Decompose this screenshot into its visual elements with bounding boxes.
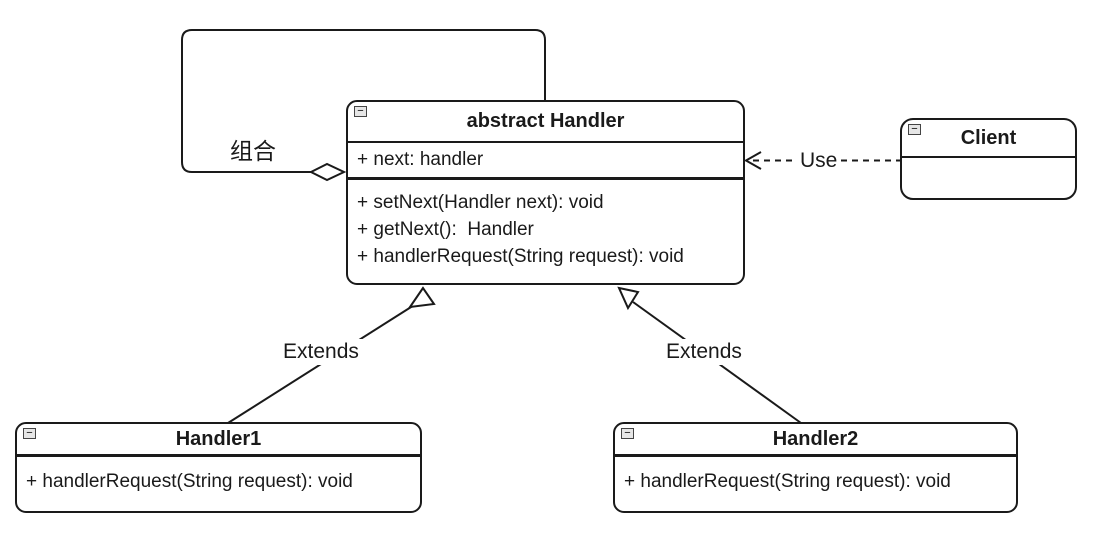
class-method: + handlerRequest(String request): void — [624, 471, 951, 492]
extends-left-triangle-arrowhead — [407, 286, 436, 309]
collapse-icon[interactable]: − — [354, 106, 367, 117]
class-attribute: + next: handler — [357, 149, 484, 170]
collapse-icon[interactable]: − — [621, 428, 634, 439]
composition-edge-label: 组合 — [226, 131, 280, 167]
class-box-abstract-handler[interactable]: − abstract Handler + next: handler + set… — [346, 100, 745, 285]
extends-left-edge-label: Extends — [279, 339, 363, 365]
collapse-icon[interactable]: − — [908, 124, 921, 135]
class-title: Handler2 — [615, 424, 1016, 457]
class-method: + setNext(Handler next): void — [357, 192, 604, 213]
use-edge-label: Use — [796, 148, 842, 174]
extends-right-triangle-arrowhead — [617, 286, 640, 311]
class-methods-section: + handlerRequest(String request): void — [615, 457, 1016, 507]
class-box-handler1[interactable]: − Handler1 + handlerRequest(String reque… — [15, 422, 422, 513]
use-open-arrowhead — [743, 151, 762, 170]
composition-self-loop-line — [181, 29, 546, 173]
class-attributes-section: + next: handler — [348, 143, 743, 180]
class-methods-section: + handlerRequest(String request): void — [17, 457, 420, 507]
class-method: + handlerRequest(String request): void — [357, 246, 684, 267]
class-title: abstract Handler — [348, 102, 743, 143]
collapse-icon[interactable]: − — [23, 428, 36, 439]
class-box-handler2[interactable]: − Handler2 + handlerRequest(String reque… — [613, 422, 1018, 513]
composition-diamond-arrowhead — [308, 162, 347, 182]
extends-right-edge-label: Extends — [662, 339, 746, 365]
class-box-client[interactable]: − Client — [900, 118, 1077, 200]
class-title: Handler1 — [17, 424, 420, 457]
class-methods-section: + setNext(Handler next): void + getNext(… — [348, 180, 743, 270]
class-method: + getNext(): Handler — [357, 219, 534, 240]
class-title: Client — [902, 120, 1075, 158]
class-method: + handlerRequest(String request): void — [26, 471, 353, 492]
